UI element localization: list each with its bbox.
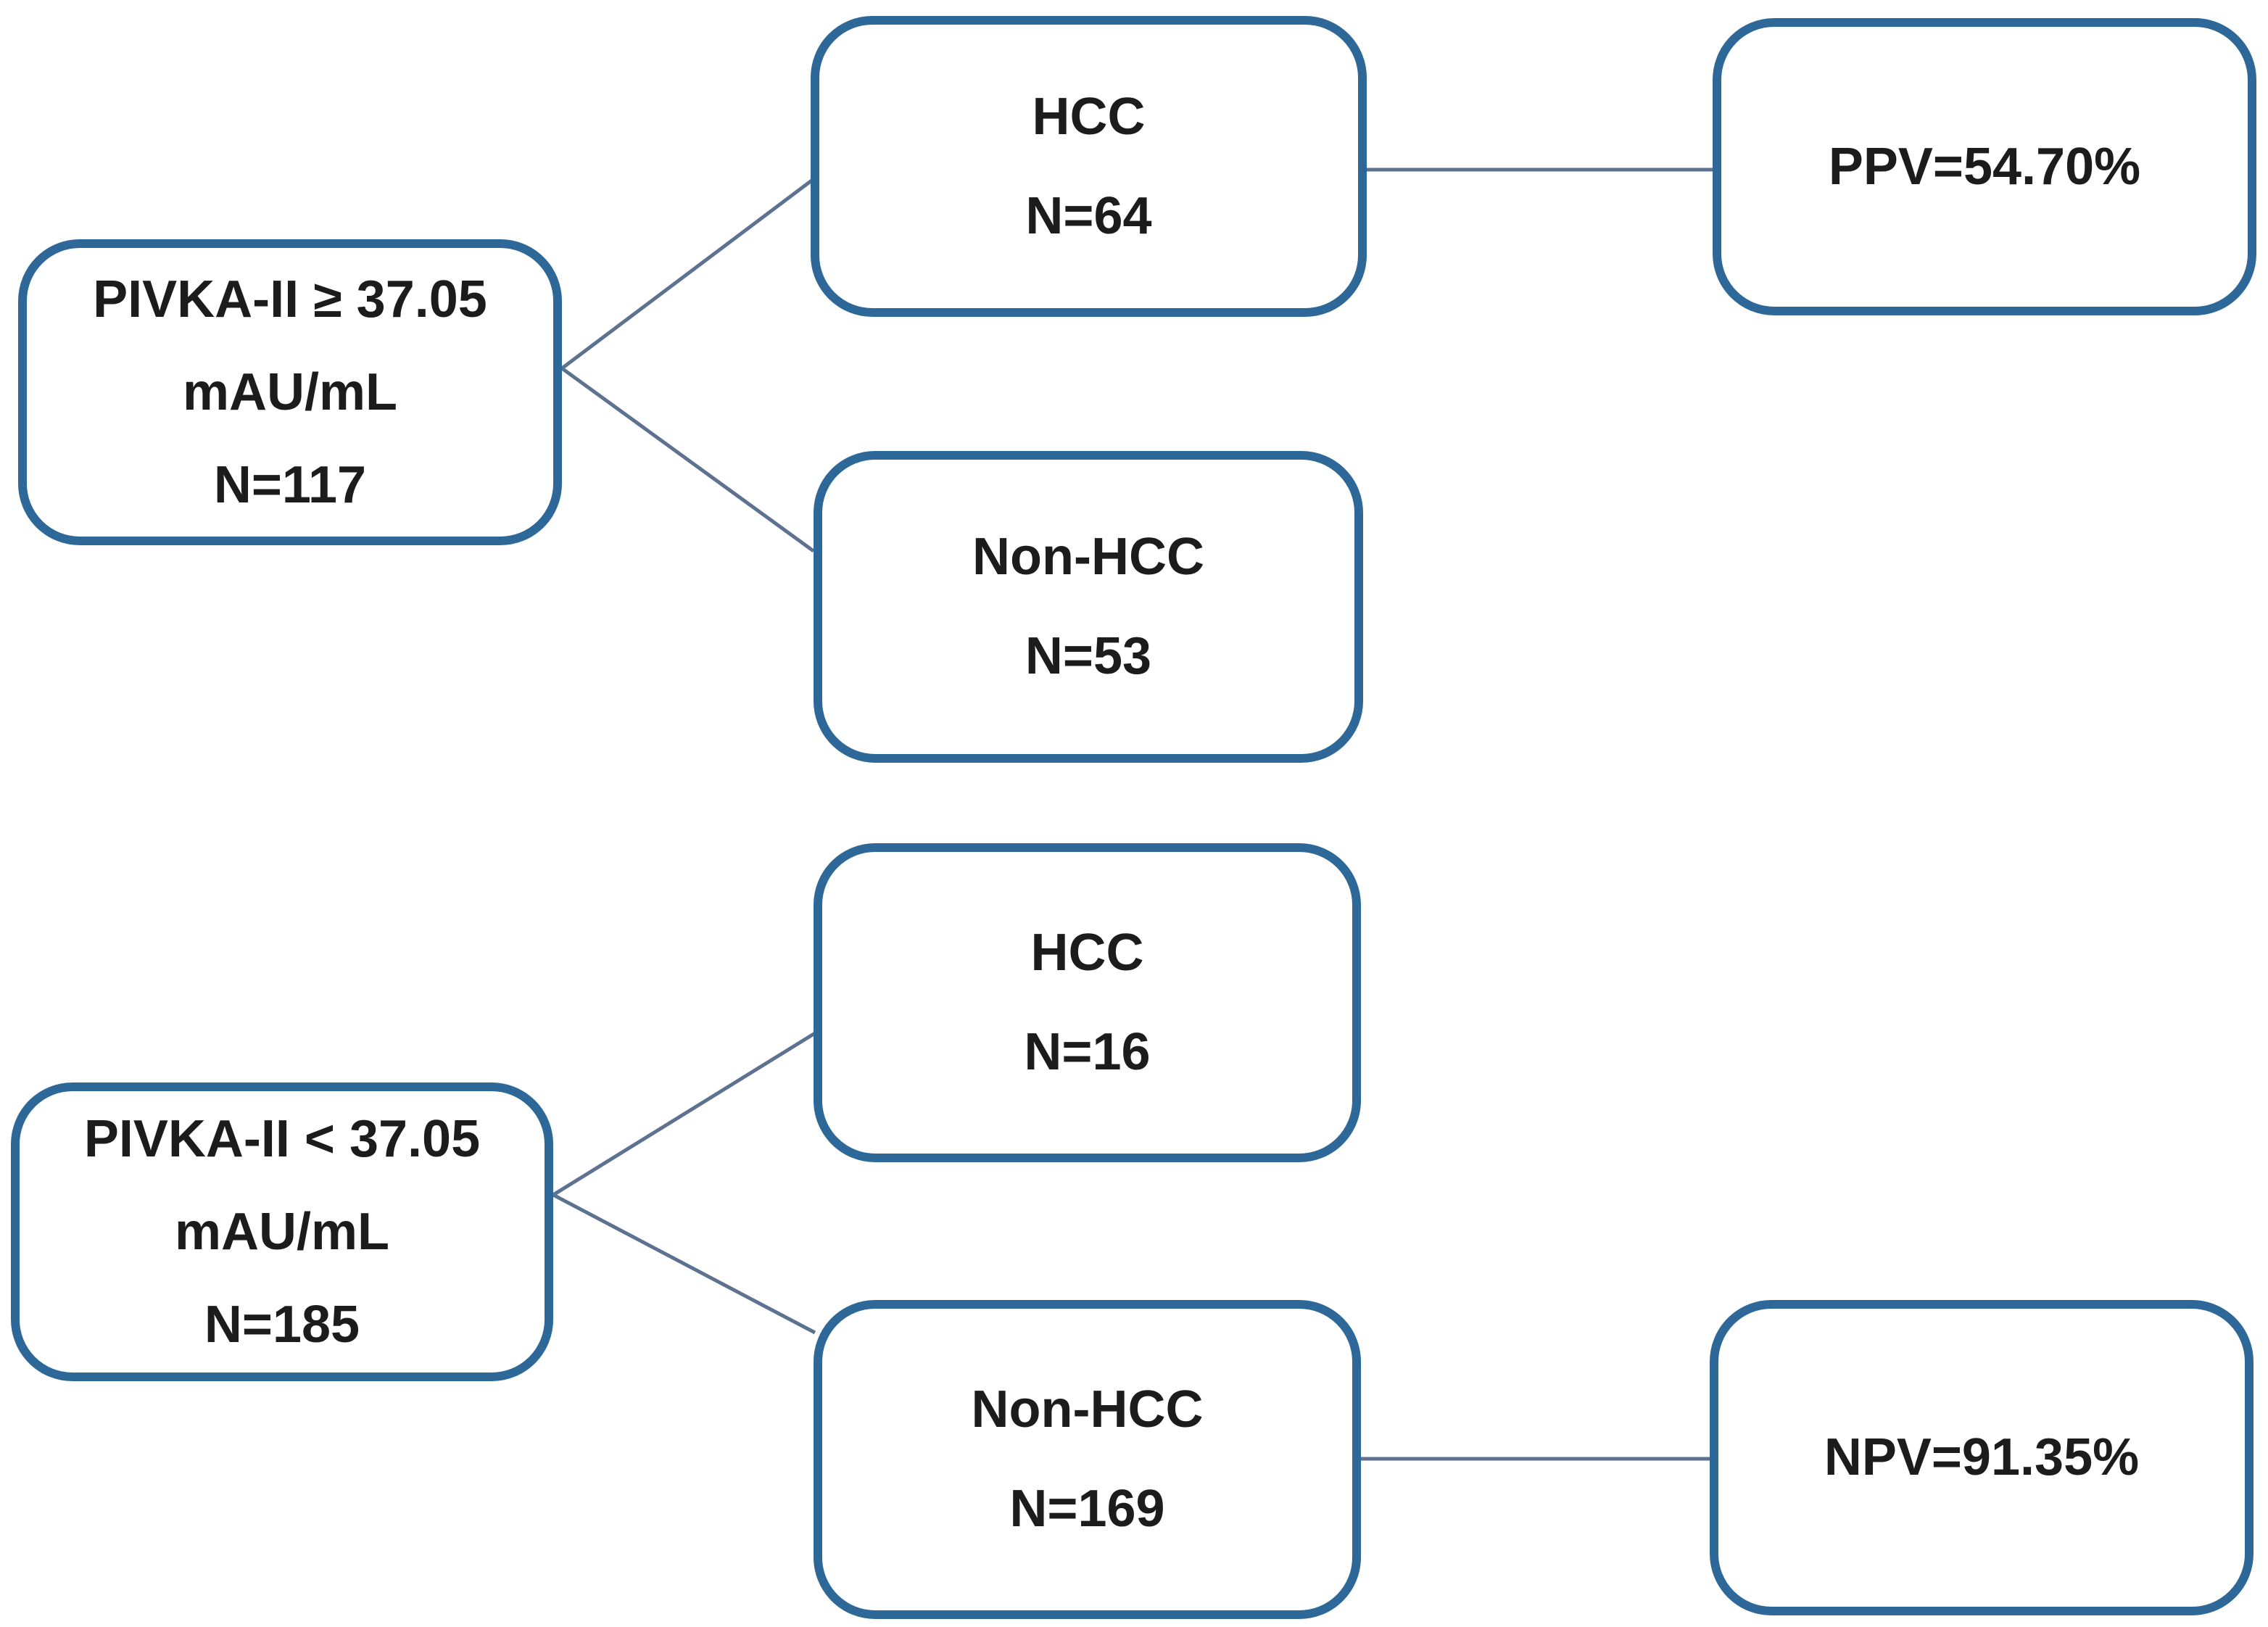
- node-text-line: NPV=91.35%: [1824, 1428, 2140, 1487]
- node-text-line: N=16: [1024, 1023, 1151, 1081]
- node-text-line: HCC: [1032, 87, 1146, 146]
- node-text-line: N=185: [204, 1296, 360, 1354]
- node-text-line: N=53: [1025, 627, 1152, 685]
- connector-pivka-high-to-nonhcc-high: [560, 366, 815, 553]
- node-text-line: mAU/mL: [182, 363, 397, 421]
- node-ppv: PPV=54.70%: [1713, 18, 2256, 315]
- node-hcc-n64: HCC N=64: [811, 16, 1367, 317]
- node-pivka-lt-37-05: PIVKA-II < 37.05 mAU/mL N=185: [11, 1082, 553, 1381]
- node-text-line: Non-HCC: [971, 1380, 1204, 1439]
- node-text-line: HCC: [1030, 924, 1144, 982]
- node-hcc-n16: HCC N=16: [814, 843, 1361, 1162]
- node-text-line: PIVKA-II < 37.05: [83, 1109, 481, 1168]
- node-text-line: N=117: [213, 456, 367, 515]
- node-npv: NPV=91.35%: [1710, 1300, 2253, 1615]
- node-text-line: PPV=54.70%: [1828, 137, 2141, 196]
- connector-pivka-low-to-nonhcc-low: [552, 1193, 816, 1335]
- node-text-line: Non-HCC: [972, 528, 1204, 587]
- node-text-line: PIVKA-II ≥ 37.05: [93, 270, 487, 328]
- node-text-line: N=169: [1009, 1480, 1165, 1538]
- node-nonhcc-n53: Non-HCC N=53: [814, 451, 1363, 763]
- connector-pivka-low-to-hcc-low: [552, 1031, 816, 1197]
- connector-pivka-high-to-hcc-high: [560, 178, 815, 370]
- node-pivka-ge-37-05: PIVKA-II ≥ 37.05 mAU/mL N=117: [18, 239, 562, 545]
- node-nonhcc-n169: Non-HCC N=169: [814, 1300, 1361, 1619]
- node-text-line: mAU/mL: [174, 1202, 389, 1261]
- node-text-line: N=64: [1025, 186, 1152, 245]
